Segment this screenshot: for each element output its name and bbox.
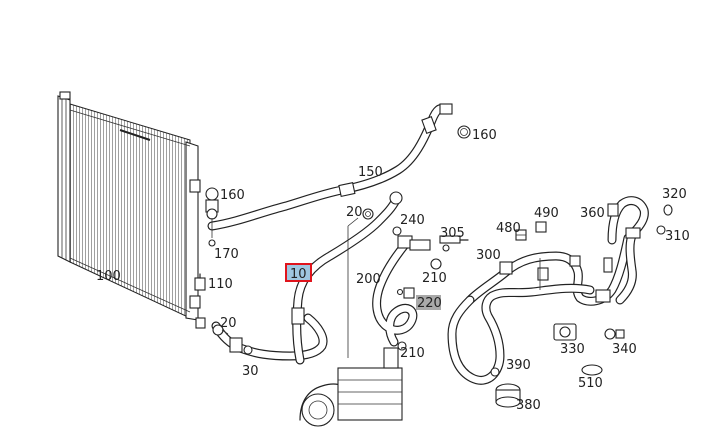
callout-390[interactable]: 390 bbox=[506, 358, 531, 373]
callout-305[interactable]: 305 bbox=[440, 226, 465, 241]
callout-200[interactable]: 200 bbox=[356, 272, 381, 287]
callout-20-upper[interactable]: 20 bbox=[346, 205, 363, 220]
line-part-10[interactable] bbox=[291, 191, 403, 365]
valve-part-380[interactable] bbox=[495, 383, 521, 408]
fitting-part-490[interactable] bbox=[535, 221, 547, 233]
callout-30[interactable]: 30 bbox=[242, 364, 259, 379]
valve-part-305[interactable] bbox=[439, 235, 469, 252]
callout-160-upper[interactable]: 160 bbox=[472, 128, 497, 143]
line-part-150[interactable] bbox=[207, 103, 453, 231]
line-part-300[interactable] bbox=[447, 196, 649, 385]
callout-360[interactable]: 360 bbox=[580, 206, 605, 221]
fitting-part-110[interactable] bbox=[194, 273, 206, 291]
seal-part-20-upper[interactable] bbox=[362, 208, 374, 220]
callout-480[interactable]: 480 bbox=[496, 221, 521, 236]
seal-part-320[interactable] bbox=[663, 204, 673, 216]
clip-part-340[interactable] bbox=[604, 328, 625, 340]
seal-part-510[interactable] bbox=[581, 364, 603, 376]
seal-part-210-upper[interactable] bbox=[430, 258, 442, 270]
callout-330[interactable]: 330 bbox=[560, 342, 585, 357]
seal-part-160-upper[interactable] bbox=[457, 125, 471, 139]
callout-490[interactable]: 490 bbox=[534, 206, 559, 221]
line-part-200[interactable] bbox=[372, 235, 431, 347]
callout-320[interactable]: 320 bbox=[662, 187, 687, 202]
callout-110[interactable]: 110 bbox=[208, 277, 233, 292]
callout-310[interactable]: 310 bbox=[665, 229, 690, 244]
fitting-part-480[interactable] bbox=[515, 229, 527, 241]
leader-lines bbox=[221, 217, 541, 358]
seal-part-20-lower[interactable] bbox=[212, 324, 224, 336]
callout-10[interactable]: 10 bbox=[290, 267, 307, 282]
selected-part-10-box[interactable] bbox=[285, 263, 312, 282]
callout-100[interactable]: 100 bbox=[96, 269, 121, 284]
callout-510[interactable]: 510 bbox=[578, 376, 603, 391]
callout-240[interactable]: 240 bbox=[400, 213, 425, 228]
seal-part-210-lower[interactable] bbox=[397, 341, 407, 351]
fitting-part-240[interactable] bbox=[392, 226, 402, 236]
condenser-part-100[interactable] bbox=[57, 91, 206, 329]
callout-380[interactable]: 380 bbox=[516, 398, 541, 413]
valve-part-220[interactable] bbox=[396, 287, 415, 299]
callout-150[interactable]: 150 bbox=[358, 165, 383, 180]
callout-340[interactable]: 340 bbox=[612, 342, 637, 357]
bracket-part-390[interactable] bbox=[490, 367, 500, 377]
compressor[interactable] bbox=[299, 347, 403, 427]
callout-300[interactable]: 300 bbox=[476, 248, 501, 263]
pressure-switch-part-170[interactable] bbox=[205, 187, 219, 247]
seal-part-310[interactable] bbox=[656, 225, 666, 235]
callout-210-lower[interactable]: 210 bbox=[400, 346, 425, 361]
callout-160-lower[interactable]: 160 bbox=[220, 188, 245, 203]
sensor-part-330[interactable] bbox=[553, 323, 577, 341]
callout-20-lower[interactable]: 20 bbox=[220, 316, 237, 331]
highlighted-part-220-box[interactable] bbox=[416, 295, 441, 310]
callout-170[interactable]: 170 bbox=[214, 247, 239, 262]
callout-210-upper[interactable]: 210 bbox=[422, 271, 447, 286]
callout-220[interactable]: 220 bbox=[417, 296, 442, 311]
